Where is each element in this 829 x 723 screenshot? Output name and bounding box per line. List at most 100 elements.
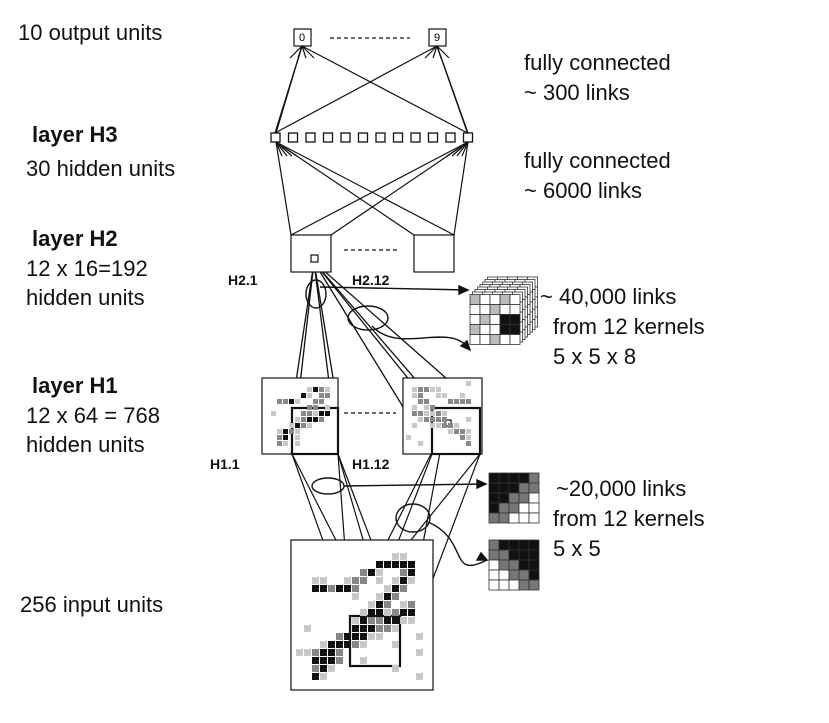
pixel [466, 417, 471, 422]
arrow-head [475, 551, 489, 561]
pixel [466, 429, 471, 434]
pixel [376, 569, 383, 576]
h3-unit-box-5 [357, 132, 369, 143]
pixel [400, 561, 407, 568]
kernel-2d-cell [518, 512, 530, 524]
pixel [344, 585, 351, 592]
pixel [313, 387, 318, 392]
pixel [430, 417, 435, 422]
kernel-3d-cell [499, 294, 511, 305]
pixel [448, 429, 453, 434]
pixel [360, 641, 367, 648]
kernel-2d-cell [488, 559, 500, 571]
connection-2-line-a: fully connected [524, 148, 671, 173]
kernel-2d-cell [498, 539, 510, 551]
h1-12-label: H1.12 [352, 456, 390, 472]
pixel [442, 393, 447, 398]
pixel [307, 423, 312, 428]
pixel [313, 405, 318, 410]
pixel [336, 641, 343, 648]
pixel [313, 417, 318, 422]
pixel [384, 625, 391, 632]
kernel-3d-cell [509, 334, 521, 345]
pixel [295, 441, 300, 446]
pixel [392, 553, 399, 560]
h3-unit-box-1 [287, 132, 299, 143]
pixel [295, 429, 300, 434]
kernel-2d-cell [528, 549, 540, 561]
h1-receptive-ellipse-2 [395, 503, 431, 533]
pixel [301, 417, 306, 422]
pixel [408, 561, 415, 568]
pixel [283, 399, 288, 404]
kernel-2d-cell [488, 539, 500, 551]
pixel [313, 399, 318, 404]
pixel [336, 633, 343, 640]
kernel-3d-cell [499, 304, 511, 315]
pixel [325, 393, 330, 398]
pixel [424, 411, 429, 416]
kernel-2d-cell [528, 472, 540, 484]
pixel [384, 585, 391, 592]
kernel-3d-cell [489, 304, 501, 315]
kernel-3d-cell [469, 304, 481, 315]
h2-1-label: H2.1 [228, 272, 258, 288]
output-h3-link [436, 45, 469, 134]
pixel [460, 393, 465, 398]
pixel [360, 577, 367, 584]
kernel-2d-cell [488, 512, 500, 524]
pixel [466, 399, 471, 404]
pixel [320, 665, 327, 672]
pixel [307, 417, 312, 422]
arrow-h2b-to-3d-kernel [371, 325, 471, 351]
output-fan-link [436, 45, 450, 59]
kernel-2d-cell [528, 579, 540, 591]
pixel [400, 617, 407, 624]
pixel [400, 601, 407, 608]
pixel [320, 641, 327, 648]
pixel [392, 585, 399, 592]
arrow-head [459, 339, 472, 352]
pixel [454, 423, 459, 428]
pixel [384, 593, 391, 600]
pixel [376, 633, 383, 640]
pixel [312, 657, 319, 664]
kernel-2d-cell [518, 539, 530, 551]
pixel [344, 577, 351, 584]
kernel-2d-cell [528, 539, 540, 551]
h2-title: layer H2 [32, 226, 118, 251]
kernel-3d-cell [509, 314, 521, 325]
kernel-3d-cell [489, 294, 501, 305]
pixel [325, 405, 330, 410]
kernel-2d-cell [528, 569, 540, 581]
pixel [295, 435, 300, 440]
connection-3-line-c: 5 x 5 x 8 [553, 344, 637, 369]
pixel [436, 393, 441, 398]
kernel-2d-cell [528, 492, 540, 504]
kernel-2d-cell [508, 502, 520, 514]
pixel [376, 577, 383, 584]
kernel-2d-cell [488, 492, 500, 504]
pixel [368, 633, 375, 640]
pixel [418, 441, 423, 446]
pixel [384, 609, 391, 616]
kernel-2d-cell [508, 539, 520, 551]
h3-unit-box-7 [392, 132, 404, 143]
pixel [277, 441, 282, 446]
output-fan-link [301, 45, 307, 59]
h2-map-12 [413, 234, 455, 273]
kernel-3d-cell [469, 294, 481, 305]
kernel-3d-cell [479, 294, 491, 305]
pixel [295, 417, 300, 422]
h1-map-12-pixels [406, 381, 471, 446]
kernel-2d-cell [528, 502, 540, 514]
pixel [408, 617, 415, 624]
h1-receptive-ellipse-1 [311, 477, 345, 495]
pixel [336, 585, 343, 592]
pixel [400, 569, 407, 576]
kernel-3d-cell [489, 334, 501, 345]
pixel [295, 399, 300, 404]
input-image-pixels [296, 553, 423, 680]
h1-1-label: H1.1 [210, 456, 240, 472]
